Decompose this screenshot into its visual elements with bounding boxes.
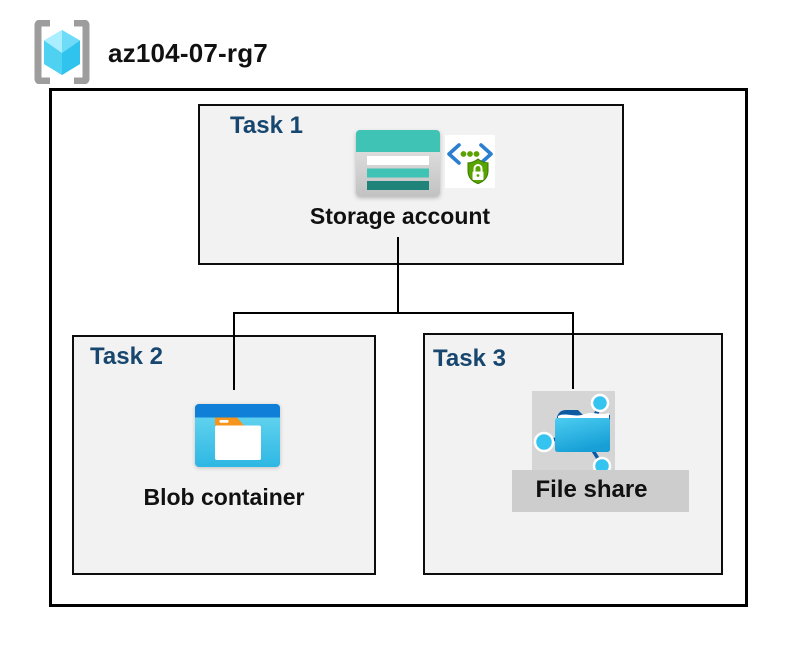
connector-horizontal <box>233 312 574 314</box>
connector-to-blob-container <box>233 314 235 390</box>
resource-group-name: az104-07-rg7 <box>108 38 268 68</box>
file-share-icon-backdrop <box>532 391 615 476</box>
connector-to-file-share <box>572 314 574 389</box>
sas-shield-lock-icon <box>445 135 495 188</box>
blob-container-label: Blob container <box>143 484 305 510</box>
file-share-icon <box>533 393 612 476</box>
blob-container-icon <box>195 404 280 467</box>
task1-label: Task 1 <box>230 112 303 139</box>
connector-storage-down <box>397 237 399 314</box>
task3-box: Task 3 <box>423 333 723 575</box>
storage-account-label: Storage account <box>309 203 491 229</box>
storage-account-icon <box>356 130 440 196</box>
task1-box: Task 1 Storage <box>198 104 624 265</box>
task3-label: Task 3 <box>433 345 506 372</box>
file-share-label: File share <box>535 476 648 503</box>
resource-group-icon <box>34 20 90 84</box>
file-share-label-backdrop: File share <box>512 470 689 512</box>
task2-box: Task 2 Blob container <box>72 335 376 575</box>
task2-label: Task 2 <box>90 343 163 370</box>
